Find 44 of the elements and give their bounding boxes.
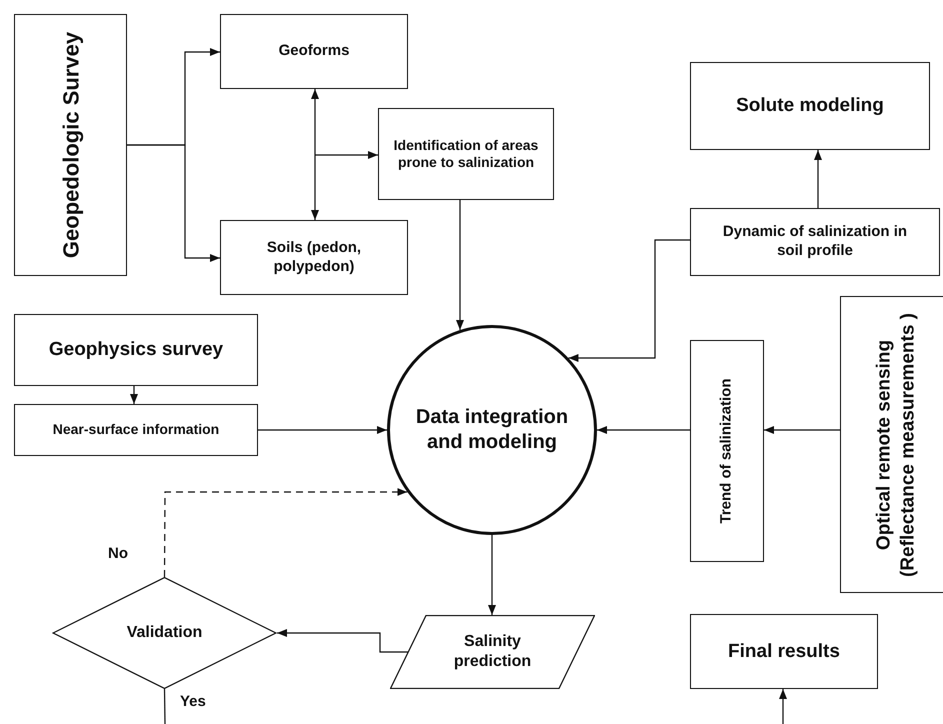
process-box xyxy=(14,314,258,386)
arrow xyxy=(568,239,690,362)
node-label: Solute modeling xyxy=(735,94,885,118)
arrow xyxy=(258,426,387,434)
node-label: Geophysics survey xyxy=(48,338,224,362)
process-box xyxy=(690,614,878,689)
connector-line xyxy=(164,689,166,724)
process-box xyxy=(220,14,408,89)
node-label: Final results xyxy=(727,640,841,664)
node-label: Validation xyxy=(126,623,204,643)
data-parallelogram xyxy=(390,615,595,689)
process-box xyxy=(690,340,764,562)
dashed-arrow xyxy=(164,488,408,577)
process-box xyxy=(840,296,943,593)
node-label: Salinity prediction xyxy=(452,632,532,672)
arrow xyxy=(127,144,220,262)
arrow xyxy=(315,151,378,159)
process-box xyxy=(14,404,258,456)
process-box xyxy=(14,14,127,276)
edge-label: No xyxy=(106,546,130,561)
node-label: Identification of areas prone to salinization xyxy=(392,136,540,172)
node-label: Optical remote sensing (Reflectance measurements ) xyxy=(872,312,919,578)
node-label: Geopedologic Survey xyxy=(56,30,84,260)
arrow xyxy=(764,426,840,434)
node-label: Dynamic of salinization in soil profile xyxy=(722,223,908,261)
arrow xyxy=(597,426,690,434)
arrow xyxy=(456,200,464,330)
edge-label: Yes xyxy=(178,694,208,709)
node-label: Geoforms xyxy=(278,42,350,61)
node-label: Data integration and modeling xyxy=(414,405,570,455)
arrow xyxy=(814,150,822,208)
process-box xyxy=(378,108,554,200)
arrow xyxy=(488,535,496,615)
arrow xyxy=(311,89,319,220)
arrow xyxy=(779,689,787,724)
process-box xyxy=(690,62,930,150)
node-label: Soils (pedon, polypedon) xyxy=(266,238,362,276)
decision-diamond xyxy=(52,577,277,689)
arrow xyxy=(130,386,138,404)
arrow xyxy=(277,629,408,653)
process-box xyxy=(690,208,940,276)
node-label: Trend of salinization xyxy=(718,378,736,526)
process-box xyxy=(220,220,408,295)
node-label: Near-surface information xyxy=(52,421,220,439)
